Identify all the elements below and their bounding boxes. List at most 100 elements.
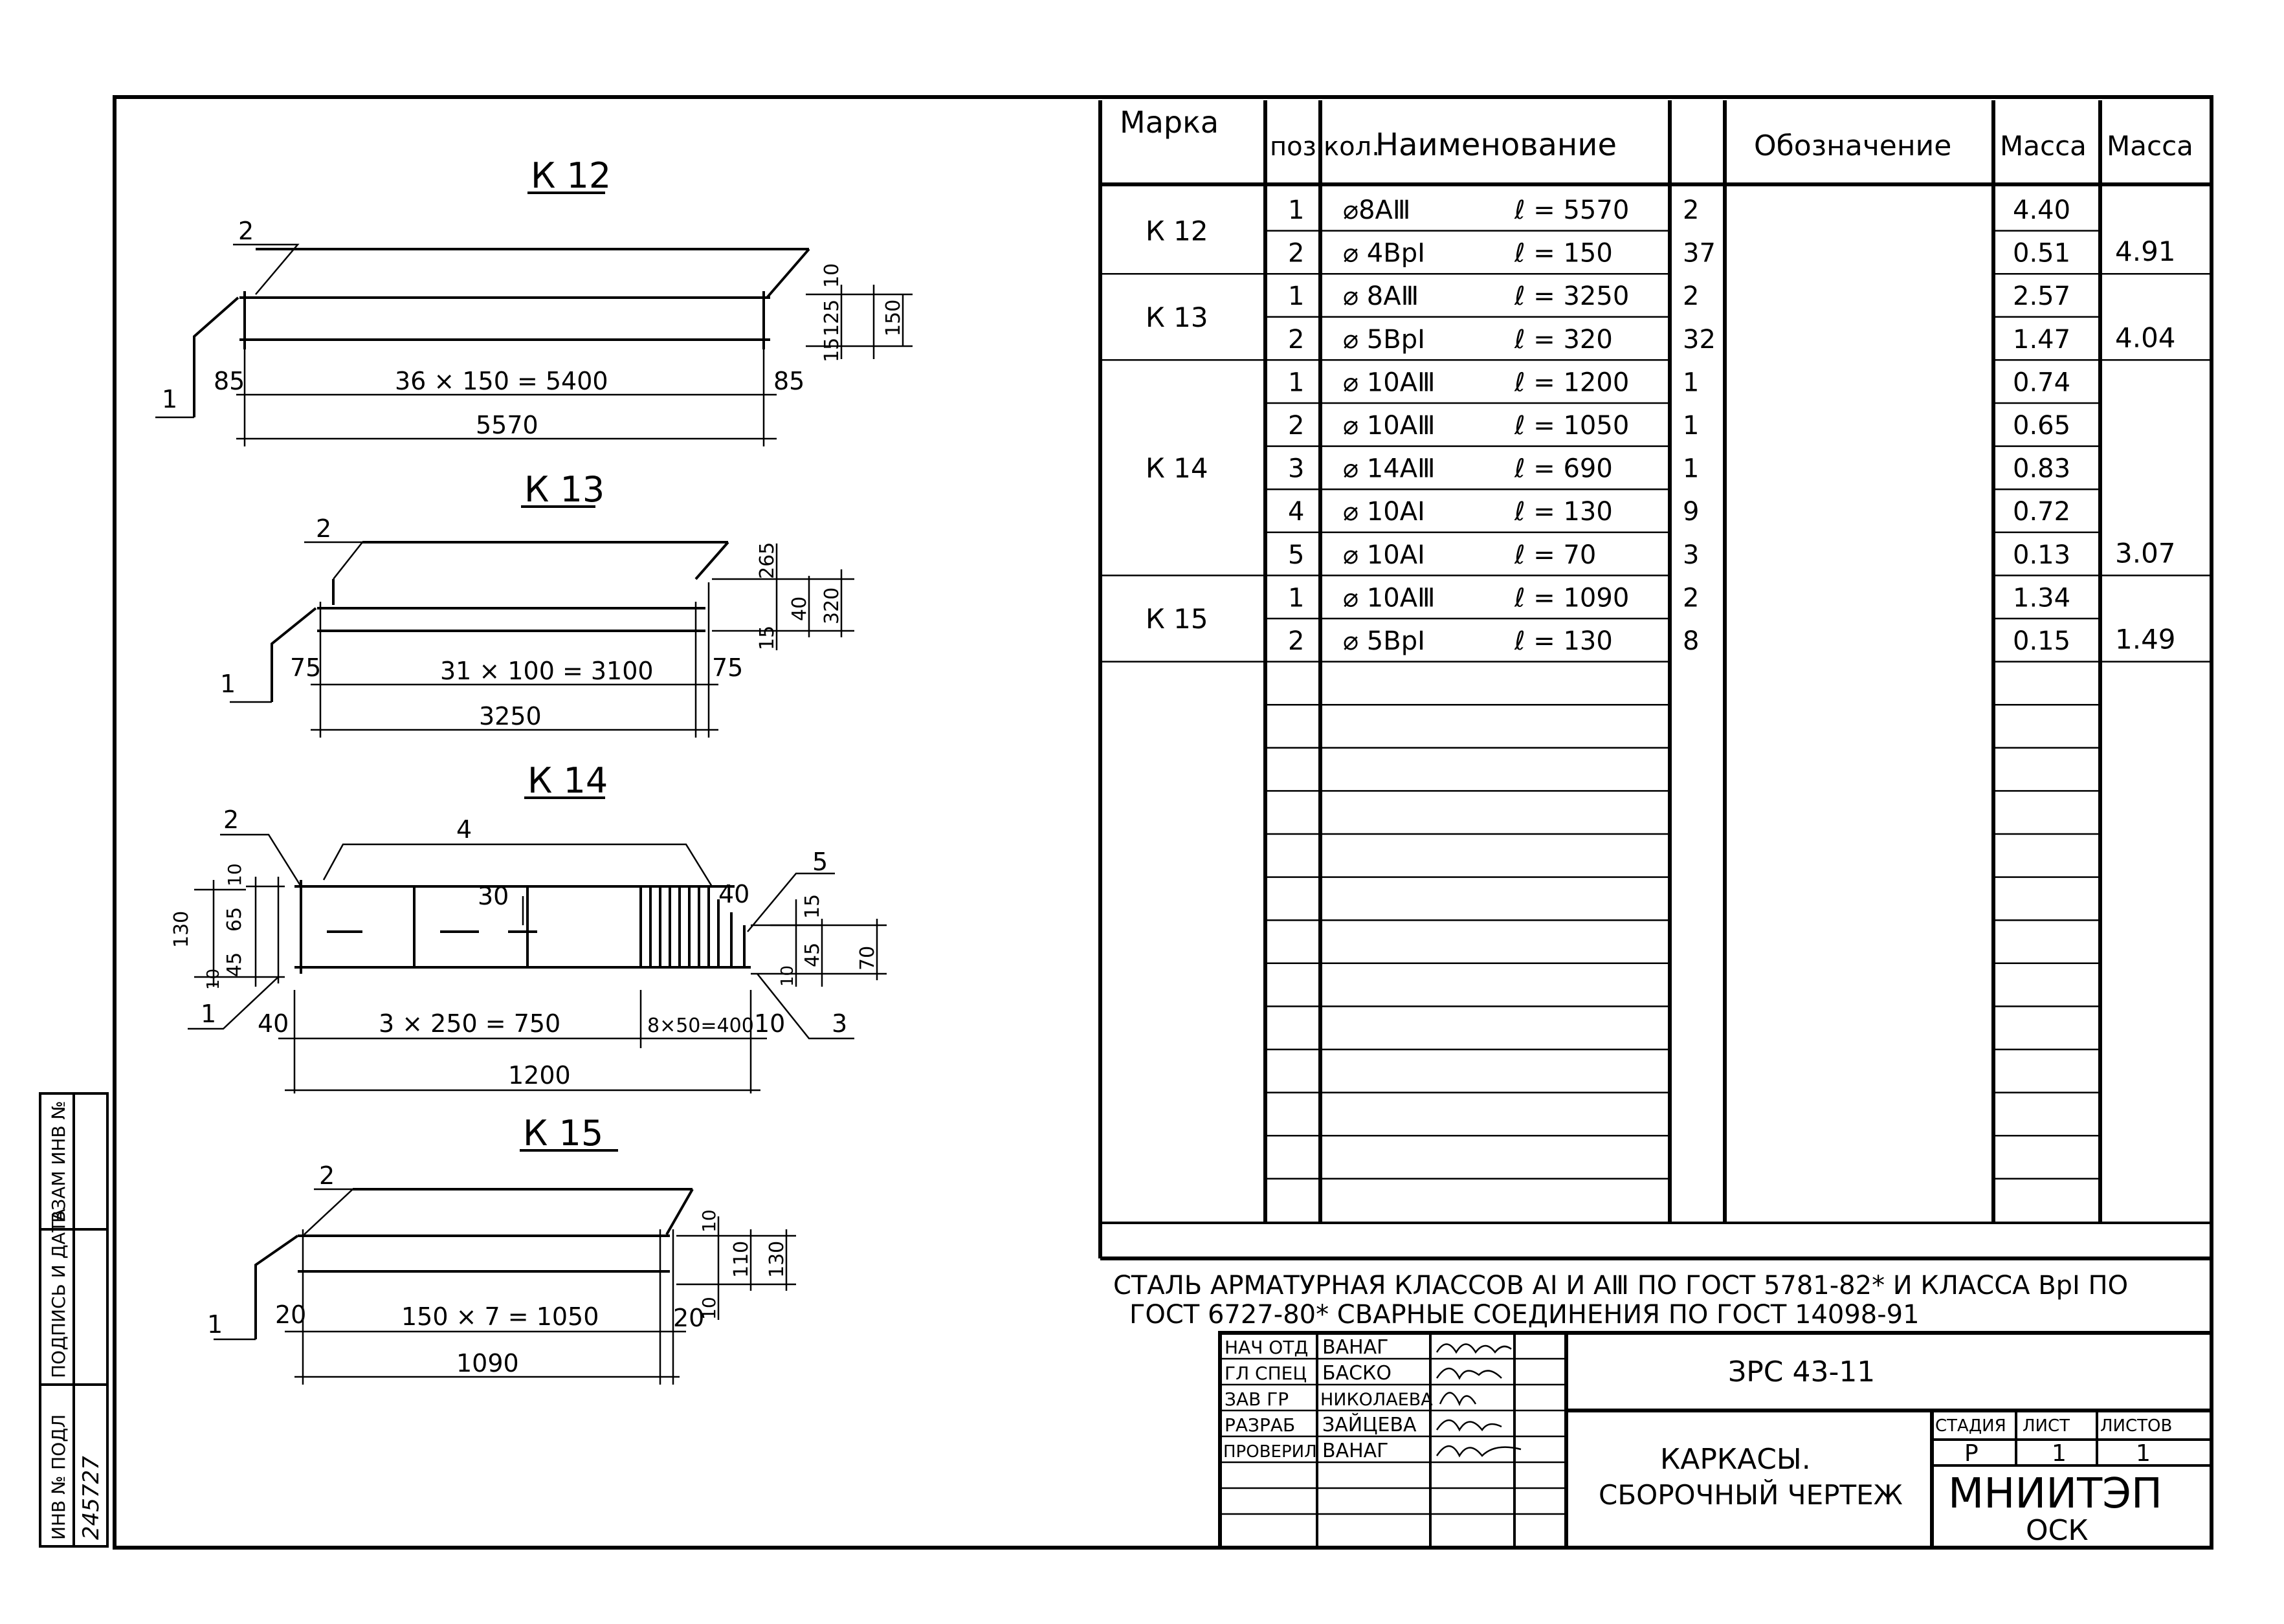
group-mark: К 13 <box>1146 302 1208 333</box>
dimension-label: 40 <box>788 597 811 621</box>
drawing-k15: К 15 2 1 150 × 7 = 1050 20 20 1090 10 11… <box>207 1113 796 1385</box>
row-name: ⌀ 10АⅢ <box>1343 583 1436 613</box>
organization-sub: ОСК <box>2026 1514 2089 1547</box>
row-length: ℓ = 130 <box>1514 497 1613 527</box>
side-stamp: ИНВ № ПОДЛ ПОДПИСЬ И ДАТА ВЗАМ ИНВ № 245… <box>39 1092 109 1548</box>
dimension-label: 30 <box>478 882 509 910</box>
row-name: ⌀ 5ВрⅠ <box>1343 626 1425 656</box>
row-pos: 2 <box>1288 239 1304 269</box>
dimension-label: 40 <box>718 880 749 908</box>
row-name: ⌀ 4ВрⅠ <box>1343 239 1425 269</box>
note-line: ГОСТ 6727-80* СВАРНЫЕ СОЕДИНЕНИЯ ПО ГОСТ… <box>1129 1300 1920 1330</box>
dimension-label: 15 <box>801 894 824 919</box>
dimension-label: 1200 <box>508 1061 571 1090</box>
drawing-title: К 12 <box>531 155 611 196</box>
row-name: ⌀ 10АⅠ <box>1343 497 1425 527</box>
drawing-k13: К 13 2 1 31 × 100 = 3100 75 75 3250 265 … <box>220 469 854 738</box>
row-pos: 1 <box>1288 368 1304 397</box>
position-label: 3 <box>832 1009 847 1038</box>
dimension-label: 150 <box>882 300 905 336</box>
sheet-frame <box>113 95 2213 1550</box>
row-length: ℓ = 130 <box>1514 626 1613 656</box>
position-label: 1 <box>220 670 236 698</box>
row-qty: 9 <box>1683 497 1699 527</box>
dimension-label: 150 × 7 = 1050 <box>401 1302 599 1331</box>
dimension-label: 5570 <box>476 411 538 439</box>
stamp-inv-label: ИНВ № ПОДЛ <box>48 1414 69 1540</box>
header-name: Наименование <box>1375 127 1617 163</box>
row-qty: 2 <box>1683 281 1699 311</box>
drawing-title: К 15 <box>523 1113 603 1154</box>
row-name: ⌀ 5ВрⅠ <box>1343 325 1425 355</box>
sheets-value: 1 <box>2136 1440 2151 1467</box>
sheet-label: ЛИСТ <box>2023 1416 2070 1436</box>
dimension-label: 130 <box>766 1241 788 1278</box>
stamp-sign-label: ПОДПИСЬ И ДАТА <box>48 1209 69 1378</box>
dimension-label: 125 <box>821 300 843 336</box>
dimension-label: 10 <box>698 1209 720 1233</box>
dimension-label: 10 <box>754 1009 785 1038</box>
position-label: 4 <box>456 815 472 844</box>
stage-value: Р <box>1964 1440 1979 1467</box>
row-pos: 3 <box>1288 454 1304 484</box>
row-mass: 2.57 <box>2013 281 2070 311</box>
header-designation: Обозначение <box>1754 129 1951 162</box>
position-label: 1 <box>207 1310 223 1339</box>
row-mass: 1.34 <box>2013 583 2070 613</box>
row-mass: 1.47 <box>2013 325 2070 355</box>
dimension-label: 130 <box>170 911 193 948</box>
sign-role: НАЧ ОТД <box>1225 1337 1308 1358</box>
drawing-k12: К 12 2 1 36 × 150 = 5400 85 85 5570 10 1… <box>155 155 913 446</box>
sign-name: ВАНАГ <box>1322 1440 1388 1462</box>
position-label: 2 <box>319 1161 335 1190</box>
signature-scribbles <box>1436 1343 1522 1458</box>
drawing-k14: К 14 2 4 5 130 10 65 4 <box>170 760 887 1093</box>
dimension-label: 20 <box>275 1300 306 1329</box>
dimension-label: 31 × 100 = 3100 <box>440 657 654 685</box>
position-label: 5 <box>812 848 828 876</box>
group-mark: К 14 <box>1146 452 1208 484</box>
row-length: ℓ = 1090 <box>1514 583 1629 613</box>
row-pos: 2 <box>1288 411 1304 441</box>
row-pos: 4 <box>1288 497 1304 527</box>
dimension-label: 70 <box>856 946 879 971</box>
dimension-label: 36 × 150 = 5400 <box>395 367 608 395</box>
row-length: ℓ = 1050 <box>1514 411 1629 441</box>
stage-label: СТАДИЯ <box>1935 1416 2006 1436</box>
row-pos: 2 <box>1288 626 1304 656</box>
dimension-label: 265 <box>756 542 779 579</box>
dimension-label: 85 <box>773 367 804 395</box>
row-mass: 0.72 <box>2013 497 2070 527</box>
row-mass: 0.83 <box>2013 454 2070 484</box>
sheet-value: 1 <box>2052 1440 2067 1467</box>
dimension-label: 10 <box>698 1297 720 1320</box>
dimension-label: 10 <box>778 965 797 987</box>
row-mass: 0.15 <box>2013 626 2070 656</box>
document-title-line2: СБОРОЧНЫЙ ЧЕРТЕЖ <box>1599 1478 1903 1511</box>
dimension-label: 40 <box>258 1009 289 1038</box>
sign-role: ГЛ СПЕЦ <box>1225 1363 1307 1384</box>
dimension-label: 45 <box>223 952 246 977</box>
sheets-label: ЛИСТОВ <box>2100 1416 2172 1436</box>
row-name: ⌀ 14АⅢ <box>1343 454 1436 484</box>
dimension-label: 75 <box>290 653 321 682</box>
row-qty: 3 <box>1683 540 1699 570</box>
dimension-label: 3250 <box>479 702 542 730</box>
group-mark: К 12 <box>1146 215 1208 247</box>
row-qty: 37 <box>1683 239 1716 269</box>
drawing-title: К 14 <box>527 760 608 801</box>
row-pos: 2 <box>1288 325 1304 355</box>
row-length: ℓ = 1200 <box>1514 368 1629 397</box>
group-total-mass: 4.04 <box>2115 322 2176 353</box>
dimension-label: 3 × 250 = 750 <box>379 1009 560 1038</box>
dimension-label: 10 <box>821 263 843 288</box>
position-label: 2 <box>223 806 239 834</box>
dimension-label: 45 <box>801 943 824 967</box>
row-mass: 0.13 <box>2013 540 2070 570</box>
row-qty: 1 <box>1683 411 1699 441</box>
row-name: ⌀ 10АⅢ <box>1343 368 1436 397</box>
row-qty: 2 <box>1683 195 1699 225</box>
group-mark: К 15 <box>1146 603 1208 635</box>
row-length: ℓ = 3250 <box>1514 281 1629 311</box>
